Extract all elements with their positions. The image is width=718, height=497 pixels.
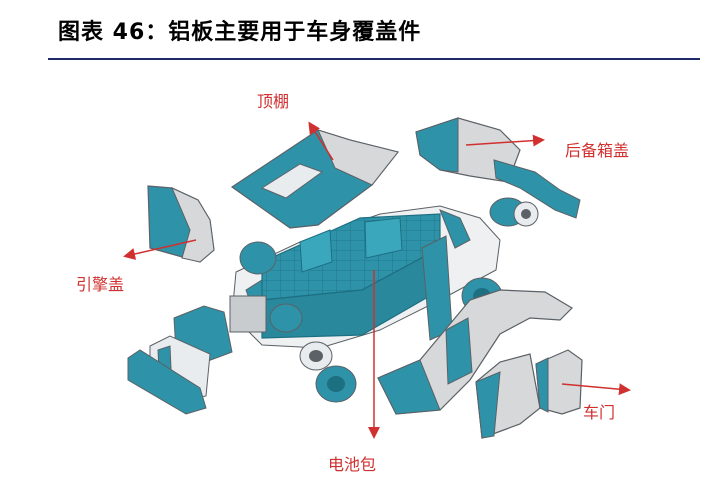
- label-trunk-lid: 后备箱盖: [565, 141, 630, 160]
- arrow-roof: [308, 121, 334, 161]
- front-drivetrain: [229, 241, 333, 371]
- hood-panel: [147, 185, 215, 263]
- label-hood: 引擎盖: [76, 275, 125, 294]
- side-body-frame: [377, 289, 573, 415]
- arrow-trunk-lid: [465, 134, 545, 147]
- rear-motor: [489, 197, 539, 227]
- rear-door: [535, 349, 583, 415]
- title-rule: [48, 58, 700, 60]
- trunk-lid-panel: [415, 117, 521, 183]
- front-wheel-hub: [315, 365, 357, 403]
- roof-panel: [230, 129, 400, 229]
- label-battery-pack: 电池包: [328, 455, 377, 474]
- label-door: 车门: [583, 403, 616, 422]
- front-bumper-beam: [127, 349, 207, 415]
- figure-title: 图表 46：铝板主要用于车身覆盖件: [58, 20, 422, 45]
- label-roof: 顶棚: [257, 92, 290, 111]
- arrow-door: [561, 383, 631, 396]
- exploded-car-diagram: [123, 117, 631, 439]
- front-door: [475, 353, 541, 439]
- arrow-hood: [123, 239, 197, 260]
- trunk-inner-bracket: [493, 159, 581, 219]
